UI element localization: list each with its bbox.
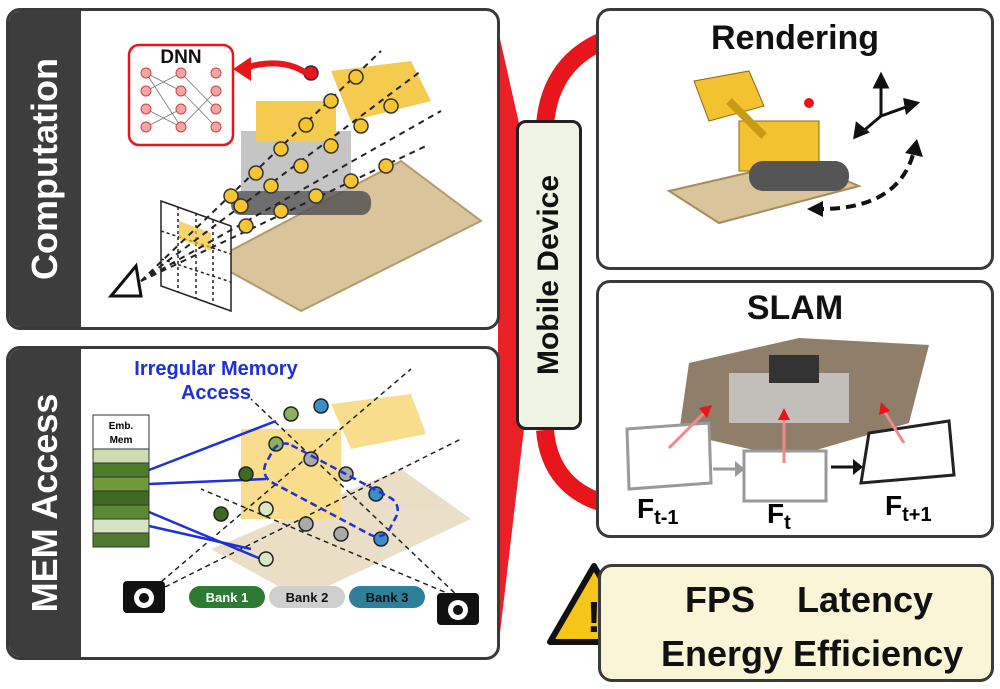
mobile-device-label: Mobile Device	[532, 174, 565, 376]
irregular-label-line1: Irregular Memory	[134, 358, 298, 380]
sample-points	[223, 65, 399, 234]
bank2-label: Bank 2	[286, 590, 329, 605]
computation-panel: Computation	[6, 8, 500, 330]
rendering-illustration	[666, 70, 923, 225]
mem-access-tab: MEM Access	[9, 349, 81, 657]
axes-icon	[853, 71, 921, 140]
bank2-pill	[269, 586, 345, 608]
slam-title: SLAM	[746, 289, 844, 327]
warning-symbol: !	[587, 593, 602, 642]
mem-access-illustration: Irregular Memory Access Emb. Mem	[92, 358, 479, 625]
frame-next-label: Ft+1	[885, 490, 932, 526]
camera-left-icon	[123, 581, 165, 613]
computation-tab: Computation	[9, 11, 81, 327]
rendering-panel: Rendering	[596, 8, 994, 270]
mem-access-panel: MEM Access Irregular Memory Access Emb. …	[6, 346, 500, 660]
metrics-box: FPS Latency Energy Efficiency	[598, 564, 994, 682]
bank3-highlight	[263, 442, 399, 538]
computation-label: Computation	[24, 58, 65, 280]
camera-right-icon	[437, 593, 479, 625]
frame-next	[859, 419, 956, 485]
emb-label-2: Mem	[110, 435, 133, 446]
frame-prev	[625, 421, 713, 491]
frame-prev-label: Ft-1	[637, 493, 679, 529]
metric-latency: Latency	[797, 579, 934, 620]
excavator-faint	[211, 394, 471, 599]
slam-illustration: Ft-1 Ft Ft+1	[625, 338, 956, 534]
metric-fps: FPS	[685, 579, 756, 620]
irregular-label-line2: Access	[181, 382, 251, 404]
slam-panel: SLAM Ft-1 Ft Ft+1	[596, 280, 994, 538]
render-excavator	[693, 70, 849, 191]
rotate-arrow	[813, 150, 916, 212]
frame-current-label: Ft	[767, 498, 791, 534]
rendering-title: Rendering	[710, 19, 880, 57]
dnn-box: DNN	[127, 43, 235, 147]
bank1-label: Bank 1	[206, 590, 249, 605]
bank3-label: Bank 3	[366, 590, 409, 605]
embedding-memory: Emb. Mem	[92, 414, 150, 548]
camera-eye-icon	[107, 262, 143, 298]
emb-label-1: Emb.	[109, 421, 134, 432]
bank3-pill	[349, 586, 425, 608]
bank1-pill	[189, 586, 265, 608]
computation-illustration: DNN	[107, 43, 483, 313]
mem-access-label: MEM Access	[24, 393, 65, 613]
mobile-device-box: Mobile Device	[516, 120, 582, 430]
metric-energy-efficiency: Energy Efficiency	[661, 633, 964, 674]
dnn-label: DNN	[160, 47, 201, 68]
